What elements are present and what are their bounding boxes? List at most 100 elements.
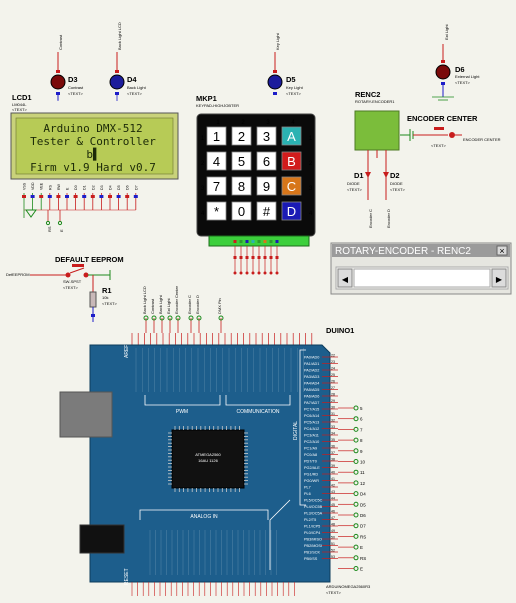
keypad-key-0[interactable]: [231, 201, 252, 221]
rotary-encoder[interactable]: RENC2 ROTARY-ENCODER1 D1 DIODE <TEXT> D2…: [347, 90, 501, 228]
led-d6[interactable]: Ext Light D6 External Light <TEXT>: [435, 24, 480, 97]
keypad-key-D[interactable]: [281, 201, 302, 221]
keypad-pin-marker: [251, 256, 255, 259]
keypad-pin: [257, 240, 261, 243]
arduino-right-net-end: [353, 512, 359, 518]
lcd-pin-label: RS: [48, 184, 52, 190]
arduino-right-net-label: D4: [360, 492, 366, 497]
led-d4-ref: D4: [127, 75, 137, 84]
arduino-right-pin-number: 53: [331, 555, 335, 559]
arduino-right-pin-number: 38: [331, 457, 335, 461]
arduino-right-pin-name: PB3/MISO: [304, 538, 322, 542]
lcd-module[interactable]: LCD1 LM044L <TEXT> Arduino DMX-512 Teste…: [10, 93, 179, 232]
keypad-key-8[interactable]: [231, 176, 252, 196]
arduino-right-pin-number: 36: [331, 444, 335, 448]
arduino-right-pin-name: PA2/AD2: [304, 369, 319, 373]
keypad-key-7[interactable]: [206, 176, 227, 196]
arduino-right-net-label: 6: [360, 417, 363, 422]
encoder-slider-thumb[interactable]: [353, 268, 491, 288]
encoder-left-button[interactable]: [337, 268, 353, 288]
encoder-window[interactable]: ROTARY-ENCODER - RENC2 × ◀ ▶: [330, 242, 512, 295]
chip-label-1: ATMEGA2560: [195, 452, 221, 457]
lcd-screen: [15, 117, 174, 175]
keypad-key-label: C: [287, 179, 296, 194]
lcd-pin-marker: [39, 195, 44, 198]
arduino-right-net-end: [353, 480, 359, 486]
encoder-right-button[interactable]: [491, 268, 507, 288]
keypad-key-label: 3: [263, 129, 270, 144]
keypad-pin-end: [239, 271, 243, 275]
lcd-pin-label: D3: [100, 185, 104, 190]
keypad-key-*[interactable]: [206, 201, 227, 221]
led-d3[interactable]: Contrast D3 Contrast <TEXT>: [50, 34, 84, 100]
encoder-body: [354, 110, 400, 151]
keypad-pin-marker: [257, 256, 261, 259]
keypad-row-number: 4: [201, 211, 205, 217]
lcd-pin-label: RW: [57, 183, 61, 190]
arduino-right-pin-number: 32: [331, 418, 335, 422]
led-d5[interactable]: Key Light D5 Key Light <TEXT>: [267, 32, 304, 96]
arduino-right-net-end: [353, 426, 359, 432]
keypad-key-5[interactable]: [231, 151, 252, 171]
keypad-key-label: 5: [238, 154, 245, 169]
encoder-window-close-button[interactable]: [496, 245, 508, 256]
arduino-right-pin-number: 37: [331, 451, 335, 455]
lcd-pin-marker: [99, 195, 104, 198]
keypad-key-1[interactable]: [206, 126, 227, 146]
keypad-key-C[interactable]: [281, 176, 302, 196]
lcd-part: LM044L: [12, 102, 27, 107]
keypad-pin-end: [245, 271, 249, 275]
lcd-pin-marker: [56, 195, 61, 198]
arduino-right-pin-name: PL2/T5: [304, 518, 316, 522]
left-arrow-icon: ◀: [342, 275, 349, 284]
arduino-right-pin-number: 42: [331, 483, 335, 487]
arduino-right-pin-name: PB0/SS: [304, 557, 318, 561]
arduino-right-pin-number: 31: [331, 412, 335, 416]
arduino-right-net-label: D7: [360, 524, 366, 529]
arduino-right-net-label: 11: [360, 470, 365, 475]
encoder-center-button: [434, 127, 444, 130]
encoder-net-c: Encoder C: [368, 209, 373, 228]
arduino-right-net-end: [353, 416, 359, 422]
keypad-key-label: 4: [213, 154, 220, 169]
arduino-right-pin-name: PA6/AD6: [304, 395, 319, 399]
lcd-line-4: Firm v1.9 Hard v0.7: [30, 161, 156, 174]
led-d4[interactable]: Back Light LCD D4 Back Light <TEXT>: [109, 22, 147, 96]
keypad-col-number: 2: [241, 120, 245, 126]
eeprom-net: DefEEPROM: [6, 272, 30, 277]
lcd-net-e: E: [59, 229, 64, 232]
led-d6-text: <TEXT>: [455, 80, 471, 85]
arduino-right-pin-name: PC1/A9: [304, 447, 317, 451]
encoder-center-label: ENCODER CENTER: [407, 114, 478, 123]
arduino-right-net-label: 10: [360, 460, 366, 465]
default-eeprom-switch[interactable]: DEFAULT EEPROM DefEEPROM SW-SPST <TEXT> …: [6, 255, 124, 322]
keypad-pin: [245, 240, 249, 243]
arduino-right-pin-number: 44: [331, 496, 335, 500]
lcd-pin-label: D6: [126, 185, 130, 190]
keypad-key-3[interactable]: [256, 126, 277, 146]
keypad-key-B[interactable]: [281, 151, 302, 171]
arduino-right-pin-number: 47: [331, 516, 335, 520]
arduino-right-pin-number: 43: [331, 490, 335, 494]
arduino-top-pins: [131, 315, 313, 345]
keypad-key-#[interactable]: [256, 201, 277, 221]
keypad-key-2[interactable]: [231, 126, 252, 146]
arduino-right-pin-name: PL3/OC5A: [304, 512, 323, 516]
arduino-aref: AREF: [124, 345, 130, 358]
keypad-key-4[interactable]: [206, 151, 227, 171]
led-d4-net: Back Light LCD: [117, 22, 122, 50]
arduino-top-wire-end: [196, 315, 202, 321]
arduino-right-net-end: [353, 566, 359, 571]
arduino-top-nets: Back Light LCD Contrast Back Light Ext L…: [142, 285, 222, 314]
arduino-right-net-end: [353, 459, 359, 464]
keypad-key-A[interactable]: [281, 126, 302, 146]
keypad-key-6[interactable]: [256, 151, 277, 171]
lcd-pin-marker: [82, 195, 87, 198]
keypad-key-label: #: [263, 204, 271, 219]
arduino-top-wire-end: [143, 315, 149, 321]
keypad-key-9[interactable]: [256, 176, 277, 196]
encoder-ref: RENC2: [355, 90, 380, 99]
arduino-mega[interactable]: DUINO1 AREF RESET ATMEGA2560 16AU 1126 P…: [59, 315, 371, 596]
